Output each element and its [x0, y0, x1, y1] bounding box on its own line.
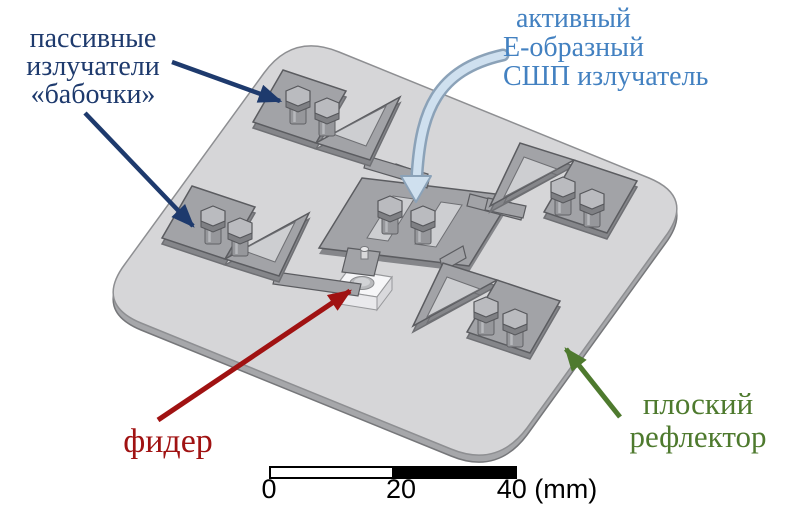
bolt [226, 216, 254, 258]
label-passive-line1: пассивные [30, 23, 157, 54]
bolt [549, 175, 577, 217]
bolt [199, 204, 227, 246]
central-feed-stub [341, 247, 381, 277]
label-reflector: плоский рефлектор [630, 386, 767, 454]
bolt [578, 187, 606, 229]
feed-pin-top [360, 246, 369, 252]
label-passive-line3: «бабочки» [31, 79, 156, 110]
bolt [376, 194, 404, 236]
label-passive-line2: излучатели [26, 51, 159, 82]
scale-label-20: 20 [386, 474, 416, 504]
reflector-arrow [564, 347, 622, 419]
scale-bar-black-segment [392, 466, 517, 479]
label-passive-radiators: пассивные излучатели «бабочки» [26, 23, 159, 110]
bolt [501, 307, 529, 349]
label-reflector-line1: плоский [643, 386, 753, 421]
bolt [472, 295, 500, 337]
passive-arrow-2 [83, 111, 195, 228]
bolt [284, 84, 312, 126]
bolt [409, 204, 437, 246]
scale-bar: 0 20 40 (mm) [261, 466, 598, 504]
label-active-line3: СШП излучатель [503, 61, 708, 92]
feeder-arrow [156, 288, 352, 423]
label-active-radiator: активный Е-образный СШП излучатель [503, 3, 708, 92]
label-feeder: фидер [123, 423, 213, 460]
bolt [313, 96, 341, 138]
passive-arrow-1 [171, 59, 283, 104]
scale-label-40: 40 (mm) [497, 474, 598, 504]
label-reflector-line2: рефлектор [630, 419, 767, 454]
scale-label-0: 0 [261, 474, 276, 504]
scale-bar-white-segment [269, 466, 394, 479]
label-active-line1: активный [516, 3, 631, 34]
label-active-line2: Е-образный [503, 32, 644, 63]
active-radiator-callout-arrow [400, 48, 510, 203]
